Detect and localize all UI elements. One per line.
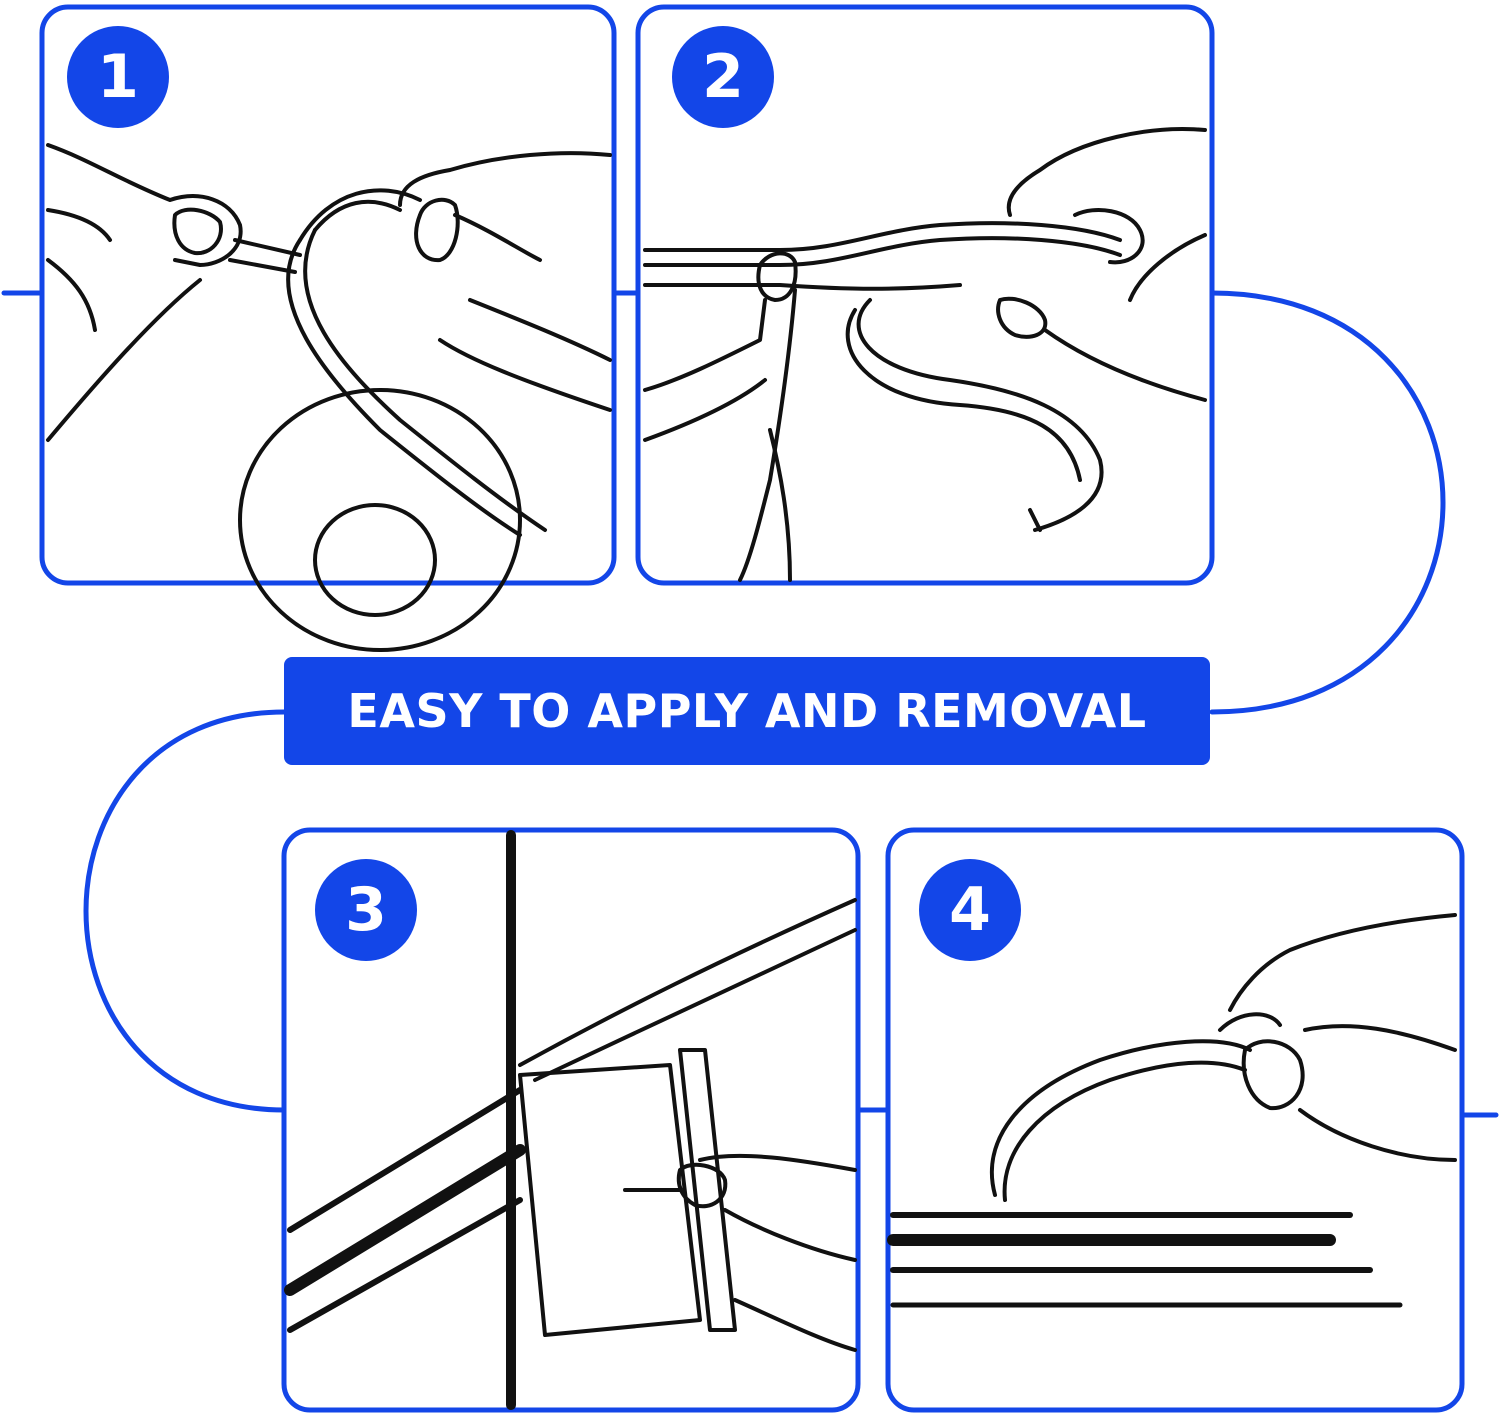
step-4-panel: 4	[885, 827, 1465, 1413]
step-3-badge: 3	[315, 859, 417, 961]
step-3-number: 3	[345, 875, 387, 945]
step-3-illustration	[284, 830, 857, 1410]
step-1-number: 1	[97, 42, 139, 112]
step-4-number: 4	[949, 875, 991, 945]
step-4-illustration	[887, 913, 1457, 1308]
step-2-panel: 2	[635, 4, 1215, 586]
step-3-panel: 3	[281, 827, 861, 1413]
step-1-badge: 1	[67, 26, 169, 128]
connector-path	[1, 290, 1499, 1118]
banner-text: EASY TO APPLY AND REMOVAL	[347, 684, 1147, 738]
step-2-illustration	[643, 127, 1207, 582]
title-banner: EASY TO APPLY AND REMOVAL	[284, 657, 1210, 765]
step-1-illustration	[46, 143, 612, 652]
step-2-number: 2	[702, 42, 744, 112]
step-2-badge: 2	[672, 26, 774, 128]
step-4-badge: 4	[919, 859, 1021, 961]
step-1-panel: 1	[39, 4, 617, 652]
